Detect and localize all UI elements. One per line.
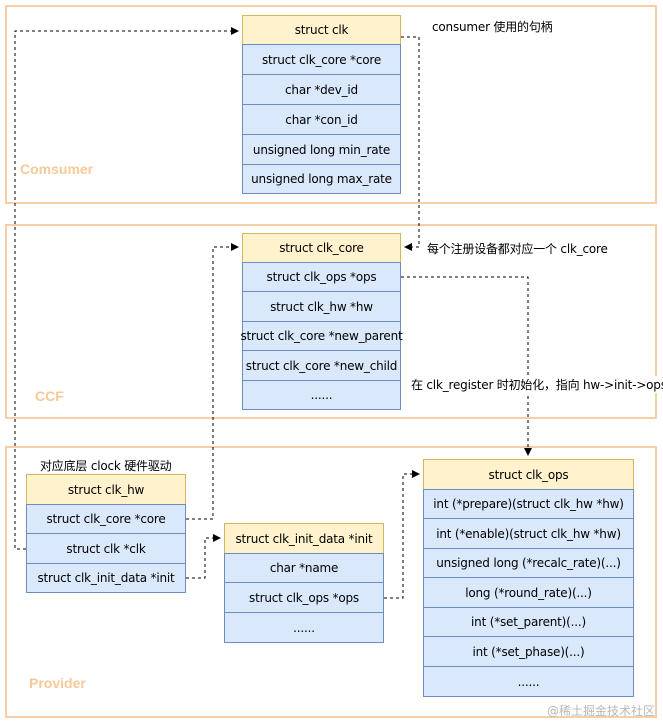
struct-clk-hw-header: struct clk_hw [26, 474, 186, 505]
struct-clk: struct clk struct clk_core *core char *d… [242, 15, 401, 194]
watermark: @稀土掘金技术社区 [546, 704, 655, 718]
struct-clk-core-field: struct clk_hw *hw [242, 291, 401, 322]
struct-clk-init-data-field: ...... [224, 612, 384, 643]
struct-clk-field: char *con_id [242, 104, 401, 135]
consumer-layer-title: Comsumer [20, 161, 94, 177]
struct-clk-hw-field: struct clk_core *core [26, 504, 186, 534]
struct-clk-core: struct clk_core struct clk_ops *ops stru… [240, 233, 403, 410]
arrow-init-ops-to-clk-ops [384, 470, 420, 599]
arrow-clk-core-to-clk-core-struct [401, 36, 420, 251]
struct-clk-ops-field: ...... [423, 666, 634, 697]
provider-layer-title: Provider [29, 675, 86, 691]
arrow-ops-to-clk-ops [401, 276, 532, 456]
struct-clk-hw: struct clk_hw struct clk_core *core stru… [26, 474, 186, 593]
struct-clk-core-field: ...... [242, 380, 401, 410]
arrow-hw-init-to-init-data [186, 534, 221, 579]
note-clk-register-init: 在 clk_register 时初始化，指向 hw->init->ops [411, 376, 663, 393]
struct-clk-field: struct clk_core *core [242, 44, 401, 75]
struct-clk-core-header: struct clk_core [242, 233, 401, 263]
note-clk-core-per-device: 每个注册设备都对应一个 clk_core [427, 240, 608, 257]
struct-clk-core-field: struct clk_core *new_parent [240, 321, 403, 351]
arrow-hw-clk-to-clk [14, 27, 239, 550]
ccf-layer-title: CCF [35, 388, 64, 404]
struct-clk-ops-field: long (*round_rate)(...) [423, 577, 634, 608]
struct-clk-field: unsigned long max_rate [242, 164, 401, 194]
arrow-hw-core-to-clk-core [186, 243, 239, 520]
struct-clk-hw-field: struct clk_init_data *init [26, 563, 186, 593]
struct-clk-ops: struct clk_ops int (*prepare)(struct clk… [423, 459, 634, 697]
struct-clk-field: char *dev_id [242, 74, 401, 105]
struct-clk-init-data-field: char *name [224, 553, 384, 583]
struct-clk-ops-field: int (*set_parent)(...) [423, 607, 634, 637]
struct-clk-init-data-header: struct clk_init_data *init [224, 523, 384, 554]
struct-clk-hw-field: struct clk *clk [26, 533, 186, 564]
note-consumer-handle: consumer 使用的句柄 [432, 18, 553, 35]
struct-clk-init-data: struct clk_init_data *init char *name st… [224, 523, 384, 643]
note-hw-driver: 对应底层 clock 硬件驱动 [40, 457, 172, 474]
struct-clk-ops-field: int (*enable)(struct clk_hw *hw) [423, 518, 634, 549]
struct-clk-core-field: struct clk_core *new_child [242, 350, 401, 381]
struct-clk-init-data-field: struct clk_ops *ops [224, 582, 384, 613]
